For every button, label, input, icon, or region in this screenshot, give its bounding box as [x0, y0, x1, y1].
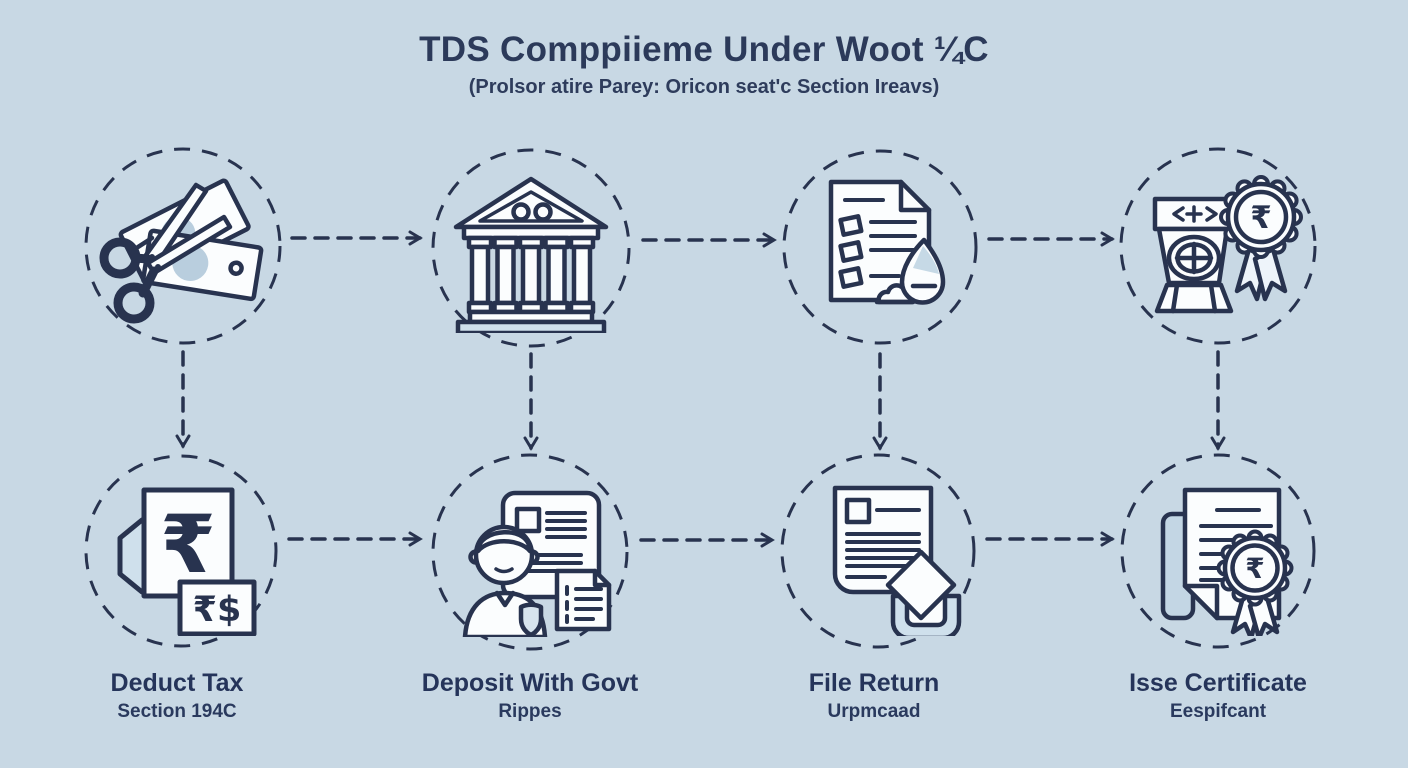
step-subtitle: Rippes [498, 701, 562, 722]
step-title: File Return [808, 669, 940, 697]
step-circle-5 [84, 454, 278, 648]
step-title: Isse Certificate [1129, 669, 1307, 697]
rupee-symbol: ₹ [1245, 552, 1264, 585]
rupee-dollar-symbol: ₹$ [193, 590, 242, 630]
rupee-symbol: ₹ [1250, 200, 1272, 236]
step-circle-6 [431, 453, 629, 651]
step-circle-2 [431, 148, 631, 348]
page-title: TDS Comppiieme Under Woot ¼C [419, 30, 989, 69]
rupee-symbol: ₹ [160, 498, 216, 591]
return-document-with-diamond-tray-icon [832, 485, 962, 636]
step-circle-1 [84, 147, 282, 345]
bank-building-icon [453, 176, 609, 333]
step-label-file-return: File Return Urpmcaad [714, 668, 1034, 725]
step-label-deduct-tax: Deduct Tax Section 194C [17, 668, 337, 725]
step-circle-8 [1120, 453, 1316, 649]
page-subtitle: (Prolsor atire Parey: Oricon seat'c Sect… [468, 76, 940, 98]
scissors-cutting-banknotes-icon [99, 178, 264, 324]
step-subtitle: Eespifcant [1169, 701, 1267, 722]
person-with-documents-icon [462, 490, 612, 637]
step-label-issue-certificate: Isse Certificate Eespifcant [1058, 668, 1378, 725]
step-circle-3 [782, 149, 978, 345]
rupee-document-with-currency-box-icon: ₹ ₹$ [117, 487, 257, 636]
step-subtitle: Urpmcaad [827, 701, 921, 722]
step-label-deposit-with-govt: Deposit With Govt Rippes [370, 668, 690, 725]
step-subtitle: Section 194C [117, 701, 237, 722]
step-title: Deduct Tax [110, 669, 244, 697]
step-circle-4 [1119, 147, 1317, 345]
tds-machine-with-rupee-rosette-icon: ₹ [1152, 175, 1303, 314]
checklist-document-with-drop-icon [828, 179, 946, 305]
step-title: Deposit With Govt [421, 669, 639, 697]
certificate-with-rupee-rosette-icon: ₹ [1160, 487, 1294, 636]
step-circle-7 [780, 453, 976, 649]
